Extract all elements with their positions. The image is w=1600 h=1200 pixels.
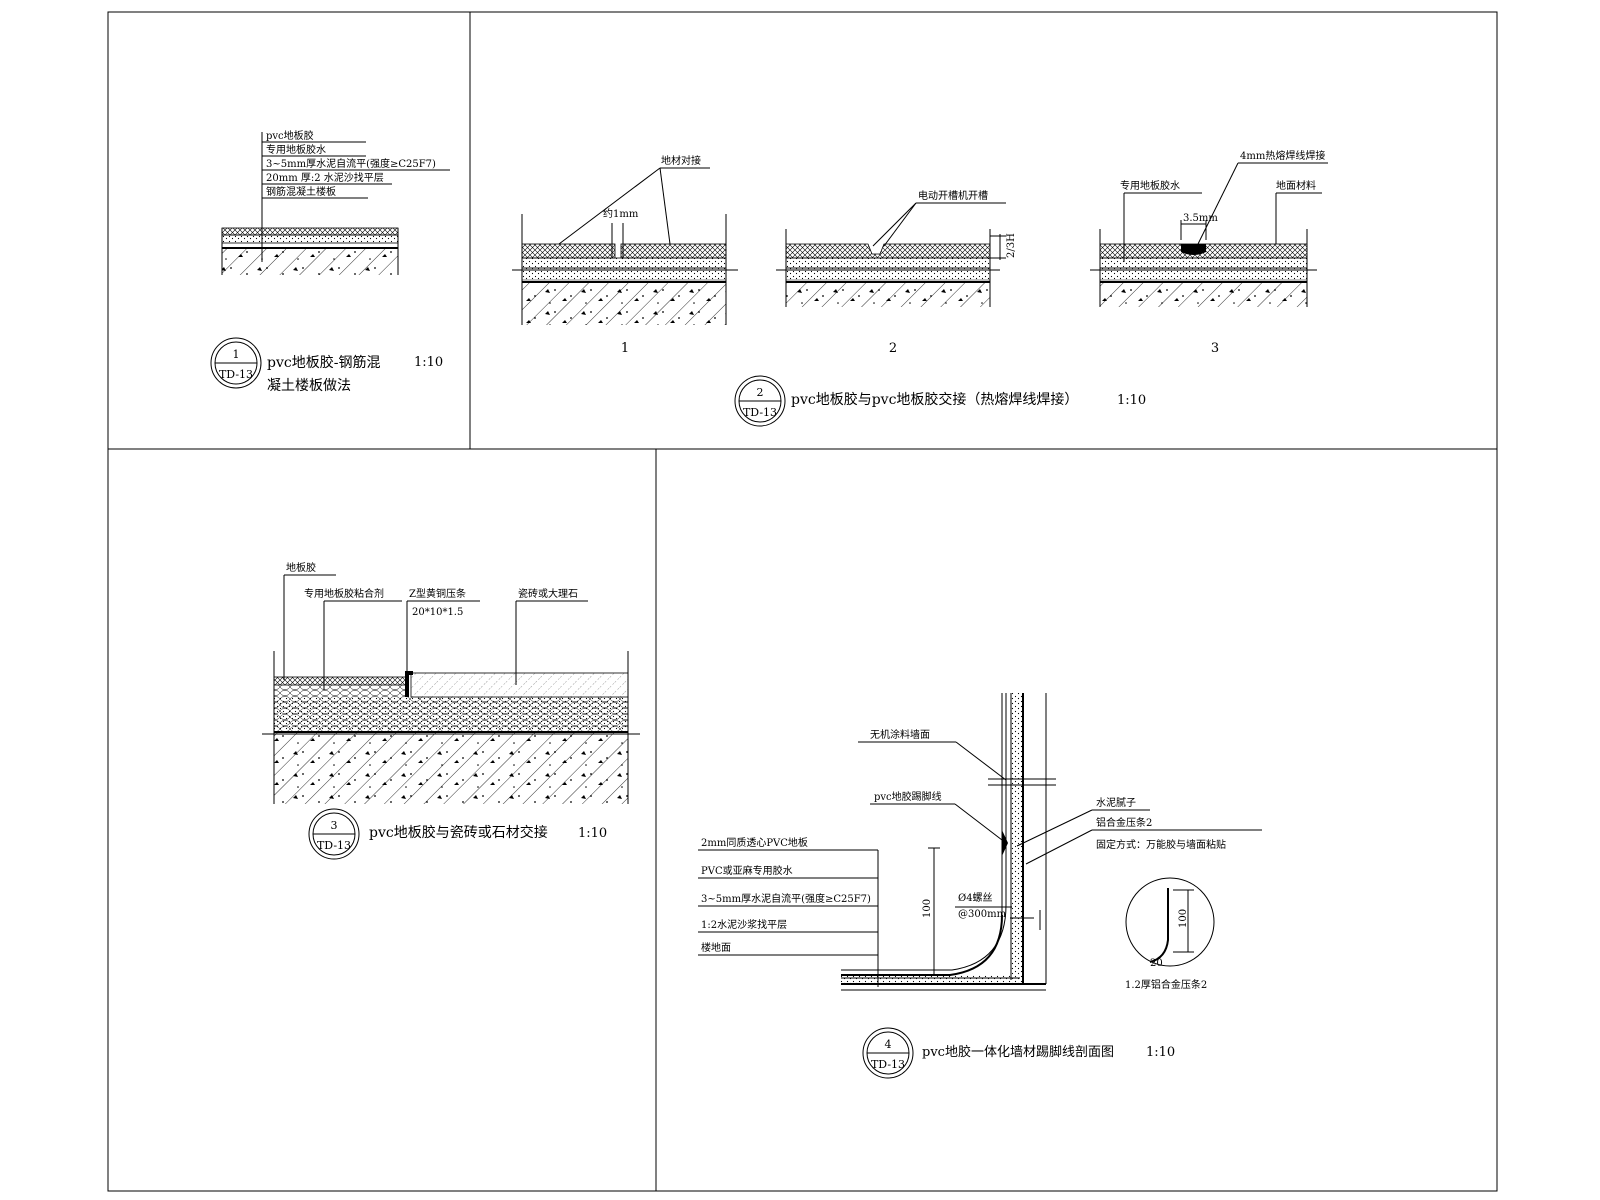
detail-3-scale: 1:10 <box>578 826 607 841</box>
detail-2-title: pvc地板胶与pvc地板胶交接（热熔焊线焊接） <box>791 391 1078 408</box>
detail-2-step-2-leaders: 电动开槽机开槽 2/3H <box>872 189 1017 258</box>
detail-2-label-depth: 2/3H <box>1006 233 1017 258</box>
detail-3-title: pvc地板胶与瓷砖或石材交接 <box>369 824 548 841</box>
detail-4-dimension: 100 <box>922 847 940 975</box>
detail-4-layer-glue: PVC或亚麻专用胶水 <box>701 864 793 877</box>
detail-4-label-screw: Ø4螺丝 <box>958 892 993 904</box>
detail-4-sheet: TD-13 <box>871 1058 905 1071</box>
detail-4-title: pvc地胶一体化墙材踢脚线剖面图 <box>922 1044 1114 1060</box>
detail-2-step-1-number: 1 <box>621 341 629 356</box>
detail-3-label-adhesive: 专用地板胶粘合剂 <box>304 587 384 600</box>
detail-1-title-line2: 凝土楼板做法 <box>267 378 351 394</box>
detail-4: 100 无机涂料墙面 pvc地胶踢脚线 水泥腻子 铝合金压条2 固定方式：万能胶… <box>698 693 1262 1079</box>
detail-4-strip-width-dim: 20 <box>1150 958 1163 969</box>
detail-2-callout: 2 TD-13 pvc地板胶与pvc地板胶交接（热熔焊线焊接） 1:10 <box>734 375 1146 427</box>
detail-1-sheet: TD-13 <box>219 368 253 381</box>
detail-1-title: pvc地板胶-钢筋混 <box>267 354 380 371</box>
detail-4-label-paint: 无机涂料墙面 <box>870 728 930 741</box>
detail-2-step-numbers: 1 2 3 <box>621 341 1219 356</box>
detail-4-label-strip: 铝合金压条2 <box>1096 816 1152 829</box>
detail-2-label-groove: 电动开槽机开槽 <box>918 189 988 202</box>
detail-3-callout: 3 TD-13 pvc地板胶与瓷砖或石材交接 1:10 <box>308 808 607 860</box>
detail-1: pvc地板胶 专用地板胶水 3~5mm厚水泥自流平(强度≥C25F7) 20mm… <box>210 129 450 394</box>
detail-4-scale: 1:10 <box>1146 1045 1175 1060</box>
detail-2: 地材对接 约1mm 电动开槽机开槽 2/3H <box>512 149 1328 427</box>
detail-3: 地板胶 专用地板胶粘合剂 Z型黄铜压条 20*10*1.5 瓷砖或大理石 3 T… <box>262 561 640 860</box>
detail-4-strip-detail: 100 20 1.2厚铝合金压条2 <box>1125 877 1215 991</box>
detail-1-label-glue: 专用地板胶水 <box>266 143 326 156</box>
detail-4-wall-and-floor <box>841 693 1056 991</box>
detail-4-label-spacing: @300mm <box>958 909 1007 920</box>
detail-2-step-2-number: 2 <box>889 341 897 356</box>
detail-2-label-glue: 专用地板胶水 <box>1120 179 1180 192</box>
detail-4-strip-caption: 1.2厚铝合金压条2 <box>1125 978 1207 991</box>
detail-4-layer-labels: 2mm同质透心PVC地板 PVC或亚麻专用胶水 3~5mm厚水泥自流平(强度≥C… <box>698 836 879 987</box>
detail-3-section <box>262 651 640 804</box>
detail-3-label-strip: Z型黄铜压条 <box>409 587 466 600</box>
detail-4-height-dim: 100 <box>922 899 933 918</box>
detail-3-label-tile: 瓷砖或大理石 <box>518 587 578 600</box>
detail-1-label-self-leveling: 3~5mm厚水泥自流平(强度≥C25F7) <box>266 157 436 170</box>
detail-4-layer-screed: 1:2水泥沙浆找平层 <box>701 918 787 931</box>
detail-2-label-weld: 4mm热熔焊线焊接 <box>1240 149 1325 162</box>
detail-1-label-vinyl: pvc地板胶 <box>266 129 314 142</box>
detail-2-step-2-section <box>776 229 1006 307</box>
detail-3-number: 3 <box>331 819 338 832</box>
detail-4-layer-floor: 楼地面 <box>701 941 731 954</box>
detail-2-step-3-leaders: 专用地板胶水 4mm热熔焊线焊接 3.5mm 地面材料 <box>1120 149 1328 262</box>
detail-2-step-1-leaders: 地材对接 约1mm <box>558 154 710 245</box>
detail-1-label-slab: 钢筋混凝土楼板 <box>266 185 336 198</box>
detail-4-label-fixing: 固定方式：万能胶与墙面粘贴 <box>1096 838 1226 851</box>
detail-2-step-3-section <box>1090 220 1317 307</box>
detail-1-callout: 1 TD-13 pvc地板胶-钢筋混 凝土楼板做法 1:10 <box>210 337 443 394</box>
detail-2-scale: 1:10 <box>1117 393 1146 408</box>
detail-4-label-putty: 水泥腻子 <box>1096 796 1136 809</box>
detail-3-leaders: 地板胶 专用地板胶粘合剂 Z型黄铜压条 20*10*1.5 瓷砖或大理石 <box>283 561 588 690</box>
detail-3-sheet: TD-13 <box>317 839 351 852</box>
detail-4-label-skirting: pvc地胶踢脚线 <box>874 790 942 803</box>
detail-4-layer-self-leveling: 3~5mm厚水泥自流平(强度≥C25F7) <box>701 892 871 905</box>
detail-4-leaders: 无机涂料墙面 pvc地胶踢脚线 水泥腻子 铝合金压条2 固定方式：万能胶与墙面粘… <box>858 728 1262 920</box>
detail-2-step-1-section <box>512 214 738 325</box>
detail-4-strip-height-dim: 100 <box>1178 909 1189 928</box>
detail-1-number: 1 <box>233 348 240 361</box>
detail-4-number: 4 <box>885 1038 892 1051</box>
detail-3-label-strip-size: 20*10*1.5 <box>412 607 463 618</box>
detail-1-label-screed: 20mm 厚:2 水泥沙找平层 <box>266 171 384 184</box>
detail-2-label-weld-width: 3.5mm <box>1183 213 1218 224</box>
detail-2-step-3-number: 3 <box>1211 341 1219 356</box>
detail-4-layer-vinyl: 2mm同质透心PVC地板 <box>701 836 808 849</box>
detail-4-callout: 4 TD-13 pvc地胶一体化墙材踢脚线剖面图 1:10 <box>862 1027 1175 1079</box>
detail-2-label-gap: 约1mm <box>603 207 639 220</box>
detail-2-label-joint: 地材对接 <box>661 154 701 167</box>
detail-2-number: 2 <box>757 386 764 399</box>
detail-1-scale: 1:10 <box>414 355 443 370</box>
detail-1-leaders: pvc地板胶 专用地板胶水 3~5mm厚水泥自流平(强度≥C25F7) 20mm… <box>262 129 450 199</box>
detail-1-section <box>221 132 399 275</box>
detail-2-sheet: TD-13 <box>743 406 777 419</box>
detail-3-label-vinyl: 地板胶 <box>286 561 316 574</box>
detail-2-label-floor: 地面材料 <box>1276 179 1316 192</box>
sheet-frame <box>107 11 1498 1192</box>
